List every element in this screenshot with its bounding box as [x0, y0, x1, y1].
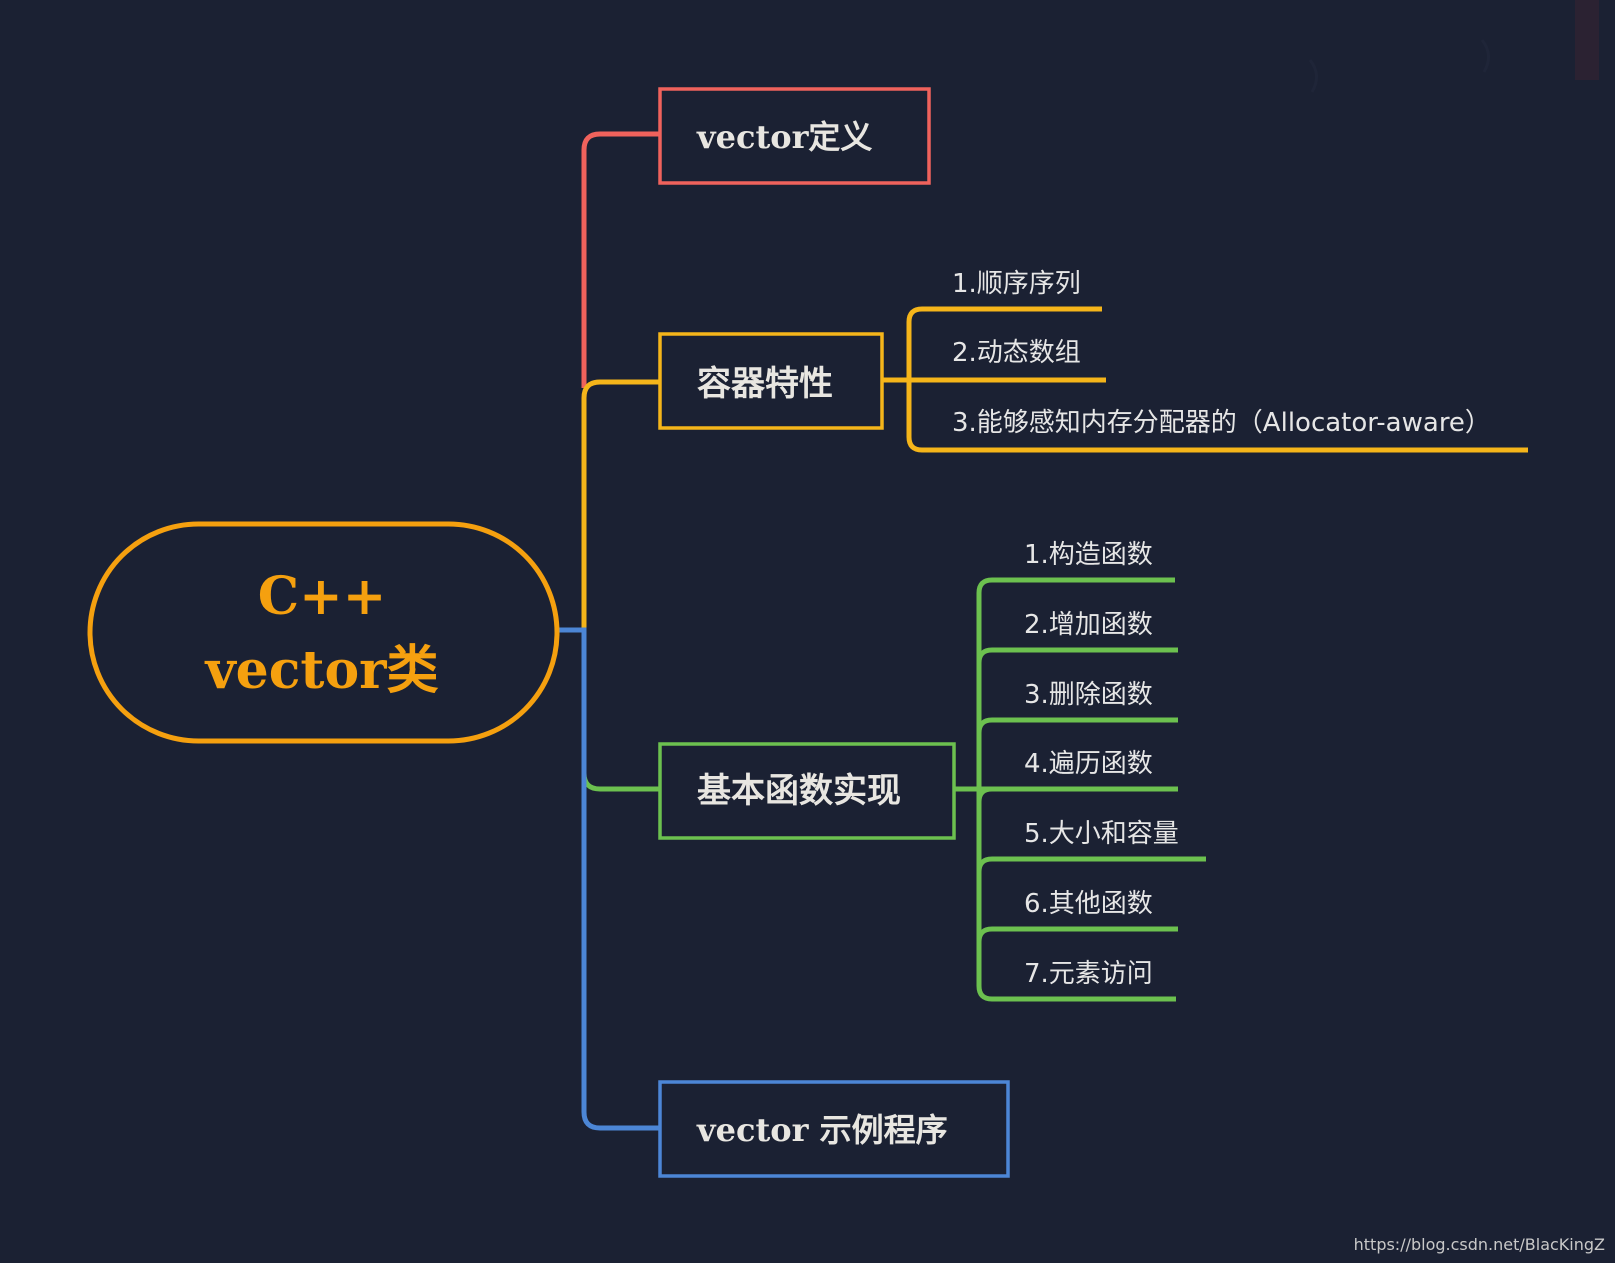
leaf-sequential[interactable]: 1.顺序序列 [922, 269, 1102, 312]
branch-basic-functions-label: 基本函数实现 [697, 771, 901, 811]
leaf-sequential-label: 1.顺序序列 [952, 269, 1081, 299]
basic-functions-branch-ticks [976, 647, 993, 943]
container-features-children: 1.顺序序列 2.动态数组 3.能够感知内存分配器的（Allocator-awa… [882, 269, 1528, 453]
root-title-line1: C++ [258, 566, 387, 627]
root-connectors [558, 131, 660, 1131]
leaf-allocator-aware[interactable]: 3.能够感知内存分配器的（Allocator-aware） [922, 408, 1528, 453]
leaf-other-functions-label: 6.其他函数 [1024, 889, 1153, 919]
leaf-element-access[interactable]: 7.元素访问 [992, 959, 1176, 1002]
leaf-dynamic-array-label: 2.动态数组 [952, 338, 1081, 368]
leaf-allocator-aware-label: 3.能够感知内存分配器的（Allocator-aware） [952, 408, 1491, 438]
leaf-add-functions-label: 2.增加函数 [1024, 610, 1153, 640]
branch-container-features[interactable]: 容器特性 [658, 332, 884, 430]
leaf-delete-functions[interactable]: 3.删除函数 [992, 680, 1178, 723]
connector-basic-functions [581, 630, 660, 792]
watermark: https://blog.csdn.net/BlacKingZ [1354, 1235, 1605, 1254]
leaf-traverse-functions-label: 4.遍历函数 [1024, 749, 1153, 779]
leaf-size-capacity-label: 5.大小和容量 [1024, 819, 1179, 849]
connector-example-program [558, 627, 660, 1131]
decorative-corner-marks [1308, 0, 1599, 93]
branch-vector-definition-label: vector定义 [696, 118, 872, 156]
connector-container-features [581, 379, 660, 630]
leaf-traverse-functions[interactable]: 4.遍历函数 [954, 749, 1178, 792]
leaf-size-capacity[interactable]: 5.大小和容量 [992, 819, 1206, 862]
basic-functions-children: 1.构造函数 2.增加函数 3.删除函数 4.遍历函数 5.大小和容量 6.其他… [954, 540, 1206, 1002]
leaf-add-functions[interactable]: 2.增加函数 [992, 610, 1178, 653]
leaf-other-functions[interactable]: 6.其他函数 [992, 889, 1178, 932]
branch-vector-definition[interactable]: vector定义 [658, 87, 931, 185]
root-node[interactable]: C++ vector类 [87, 521, 560, 744]
root-title-line2: vector类 [204, 640, 438, 701]
leaf-delete-functions-label: 3.删除函数 [1024, 680, 1153, 710]
connector-vector-definition [581, 131, 660, 388]
branch-basic-functions[interactable]: 基本函数实现 [658, 742, 956, 840]
leaf-dynamic-array[interactable]: 2.动态数组 [882, 338, 1106, 383]
leaf-constructor-label: 1.构造函数 [1024, 540, 1153, 570]
branch-example-program-box [658, 1080, 1010, 1178]
leaf-element-access-label: 7.元素访问 [1024, 959, 1153, 989]
branch-example-program-label: vector 示例程序 [696, 1111, 948, 1149]
leaf-constructor[interactable]: 1.构造函数 [992, 540, 1175, 583]
branch-vector-definition-box [658, 87, 931, 185]
branch-example-program[interactable]: vector 示例程序 [658, 1080, 1010, 1178]
root-node-border [87, 521, 560, 744]
branch-container-features-label: 容器特性 [697, 364, 833, 404]
